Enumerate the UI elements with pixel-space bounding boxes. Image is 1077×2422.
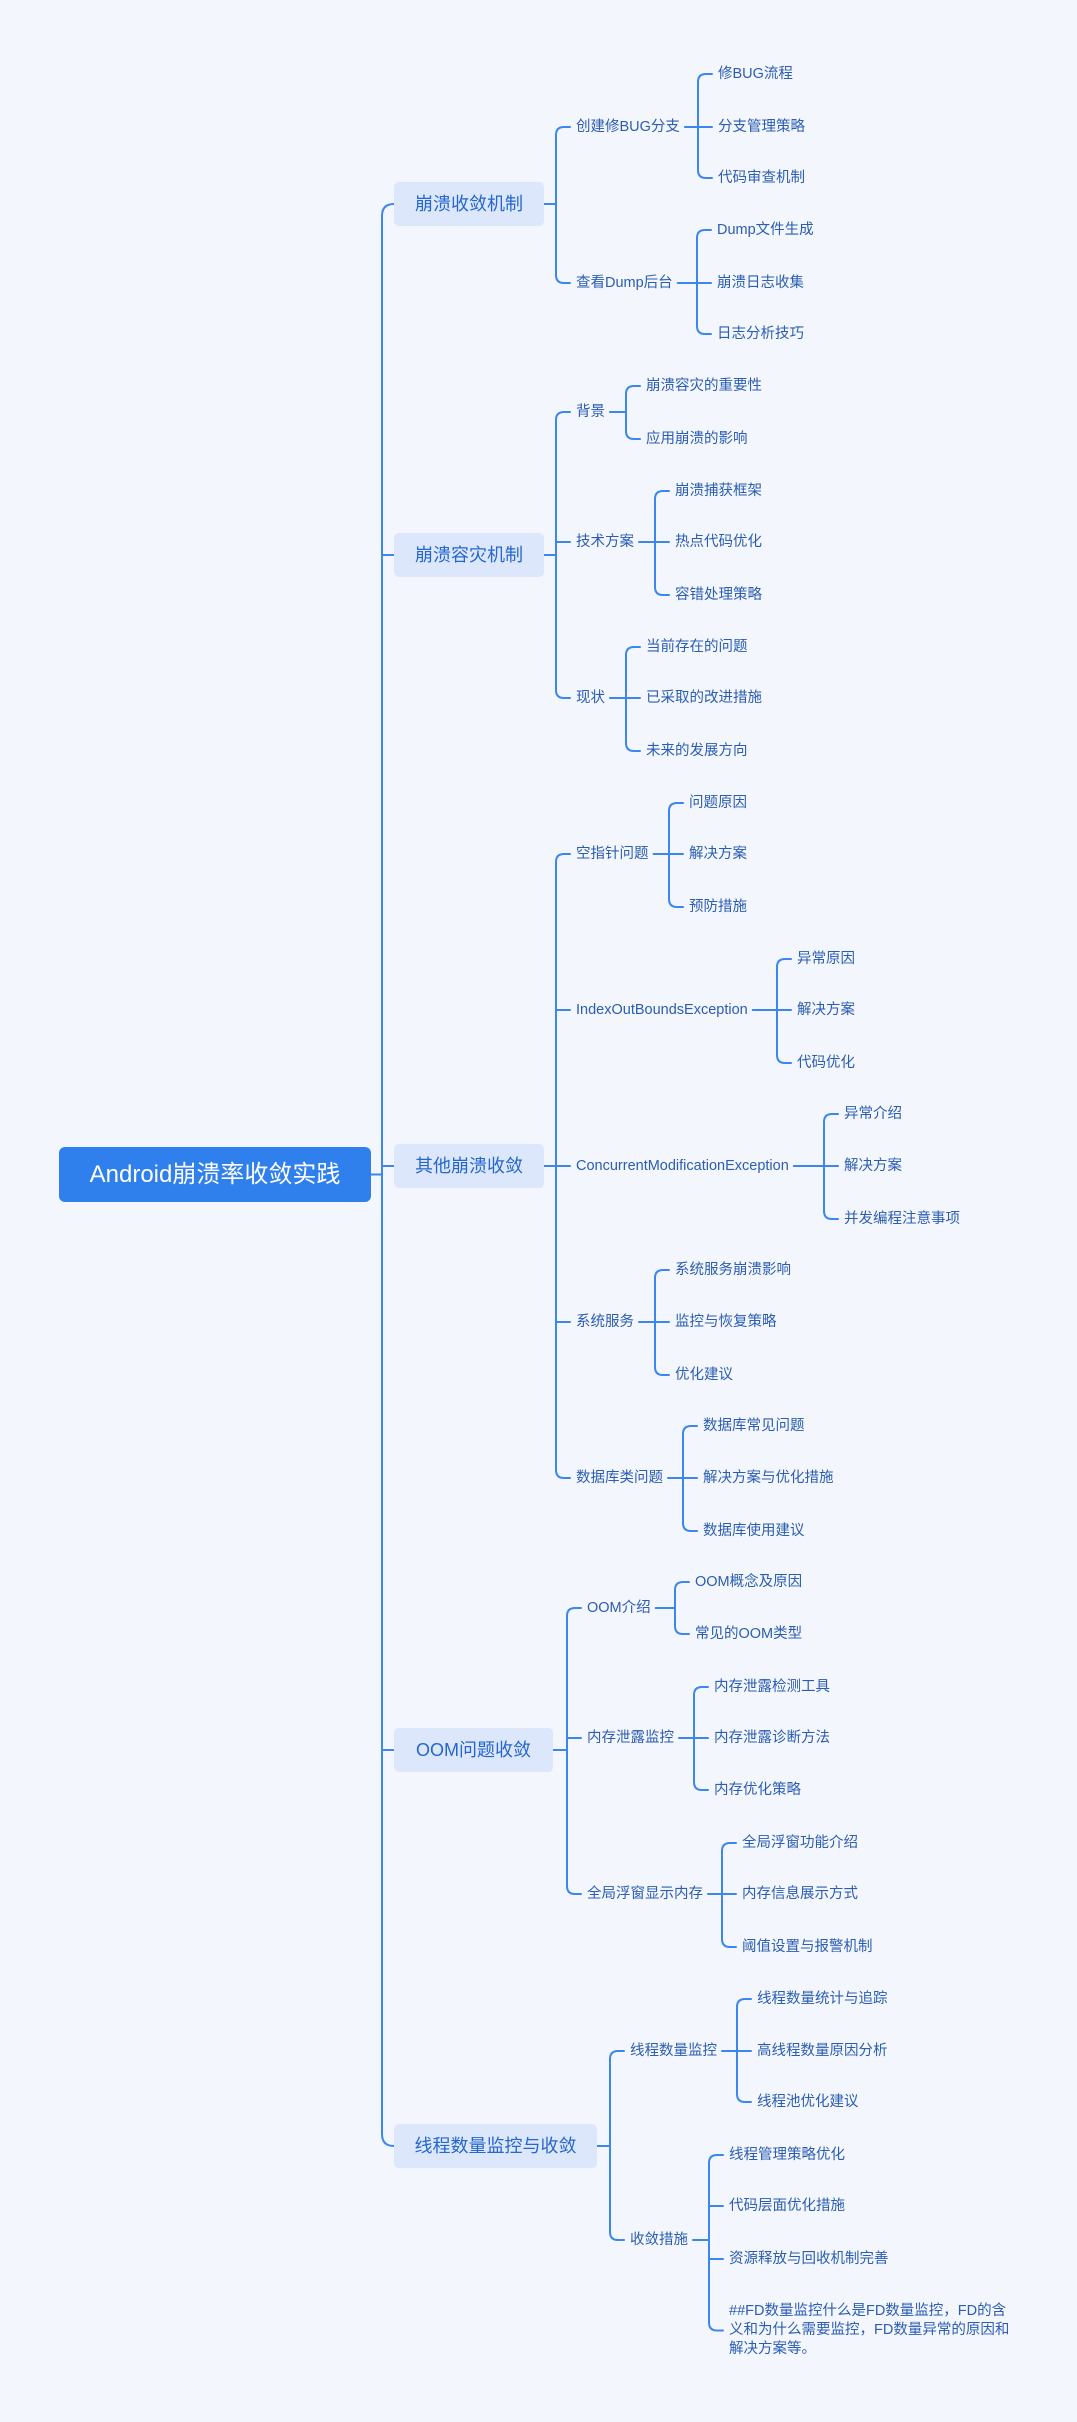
leaf-topic[interactable]: 并发编程注意事项 [844,1211,960,1227]
leaf-topic[interactable]: 崩溃捕获框架 [675,483,762,499]
connector-line [708,2154,724,2332]
leaf-topic[interactable]: 解决方案 [689,846,747,862]
subtopic-create-bugfix-branch[interactable]: 创建修BUG分支 [576,119,680,135]
main-topic-crash-convergence[interactable]: 崩溃收敛机制 [394,182,544,226]
leaf-topic[interactable]: 资源释放与回收机制完善 [729,2251,889,2267]
subtopic-convergence-measures[interactable]: 收敛措施 [630,2232,688,2248]
subtopic-global-floating-memory[interactable]: 全局浮窗显示内存 [587,1886,703,1902]
leaf-topic[interactable]: 解决方案与优化措施 [703,1470,834,1486]
leaf-topic[interactable]: 未来的发展方向 [646,743,748,759]
leaf-topic[interactable]: 数据库常见问题 [703,1418,805,1434]
leaf-topic[interactable]: 应用崩溃的影响 [646,431,748,447]
leaf-topic[interactable]: 高线程数量原因分析 [757,2043,888,2059]
leaf-topic[interactable]: 解决方案 [797,1002,855,1018]
leaf-topic[interactable]: 全局浮窗功能介绍 [742,1835,858,1851]
leaf-topic[interactable]: 阈值设置与报警机制 [742,1939,873,1955]
leaf-topic[interactable]: 监控与恢复策略 [675,1314,777,1330]
leaf-topic[interactable]: 当前存在的问题 [646,639,748,655]
main-topic-crash-disaster-recovery[interactable]: 崩溃容灾机制 [394,533,544,577]
leaf-topic[interactable]: 热点代码优化 [675,534,762,550]
connector-line [566,1607,582,1895]
main-topic-oom-convergence[interactable]: OOM问题收敛 [394,1728,553,1772]
leaf-topic[interactable]: 线程数量统计与追踪 [757,1991,888,2007]
main-topic-other-crash-convergence[interactable]: 其他崩溃收敛 [394,1144,544,1188]
leaf-topic[interactable]: 崩溃容灾的重要性 [646,378,762,394]
leaf-topic[interactable]: 系统服务崩溃影响 [675,1262,791,1278]
subtopic-memory-leak-monitoring[interactable]: 内存泄露监控 [587,1730,674,1746]
leaf-topic[interactable]: 数据库使用建议 [703,1523,805,1539]
subtopic-technical-solution[interactable]: 技术方案 [576,534,634,550]
leaf-topic[interactable]: 异常介绍 [844,1106,902,1122]
connector-line [555,126,571,284]
leaf-topic[interactable]: Dump文件生成 [717,222,814,238]
leaf-topic[interactable]: 内存泄露诊断方法 [714,1730,830,1746]
leaf-topic[interactable]: 内存泄露检测工具 [714,1679,830,1695]
connector-line [625,385,641,440]
leaf-topic[interactable]: 崩溃日志收集 [717,275,804,291]
subtopic-system-service[interactable]: 系统服务 [576,1314,634,1330]
connector-line [555,411,571,699]
connector-line [674,1581,690,1635]
subtopic-null-pointer[interactable]: 空指针问题 [576,846,649,862]
leaf-topic[interactable]: 容错处理策略 [675,587,762,603]
leaf-topic[interactable]: 分支管理策略 [718,119,805,135]
leaf-topic[interactable]: 解决方案 [844,1158,902,1174]
leaf-topic[interactable]: 内存优化策略 [714,1782,801,1798]
leaf-topic[interactable]: 内存信息展示方式 [742,1886,858,1902]
subtopic-concurrent-modification[interactable]: ConcurrentModificationException [576,1158,789,1174]
leaf-topic[interactable]: 代码优化 [797,1055,855,1071]
leaf-topic[interactable]: 已采取的改进措施 [646,690,762,706]
subtopic-oom-intro[interactable]: OOM介绍 [587,1600,651,1616]
subtopic-background[interactable]: 背景 [576,404,605,420]
subtopic-view-dump-backend[interactable]: 查看Dump后台 [576,275,673,291]
connector-line [381,203,395,2147]
leaf-topic[interactable]: 线程管理策略优化 [729,2147,845,2163]
subtopic-index-out-of-bounds[interactable]: IndexOutBoundsException [576,1002,748,1018]
leaf-topic[interactable]: 异常原因 [797,951,855,967]
leaf-topic[interactable]: 线程池优化建议 [757,2094,859,2110]
leaf-topic[interactable]: 问题原因 [689,795,747,811]
root-topic[interactable]: Android崩溃率收敛实践 [59,1147,371,1202]
leaf-topic[interactable]: 日志分析技巧 [717,326,804,342]
leaf-topic[interactable]: 代码层面优化措施 [729,2198,845,2214]
connector-line [609,2050,625,2241]
leaf-topic-fd-monitoring-note[interactable]: ##FD数量监控什么是FD数量监控，FD的含义和为什么需要监控，FD数量异常的原… [729,2303,1010,2357]
leaf-topic[interactable]: 优化建议 [675,1367,733,1383]
leaf-topic[interactable]: 代码审查机制 [718,170,805,186]
leaf-topic[interactable]: 预防措施 [689,899,747,915]
leaf-topic[interactable]: OOM概念及原因 [695,1574,803,1590]
subtopic-database-issues[interactable]: 数据库类问题 [576,1470,663,1486]
subtopic-current-status[interactable]: 现状 [576,690,605,706]
leaf-topic[interactable]: 常见的OOM类型 [695,1626,803,1642]
subtopic-thread-count-monitoring[interactable]: 线程数量监控 [630,2043,717,2059]
main-topic-thread-count-convergence[interactable]: 线程数量监控与收敛 [394,2124,597,2168]
leaf-topic[interactable]: 修BUG流程 [718,66,793,82]
